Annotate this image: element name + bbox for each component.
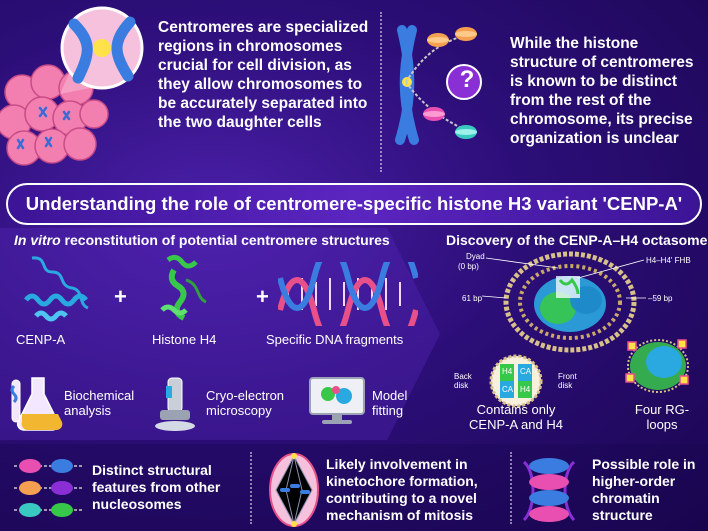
disk-tag-h4-top: H4 [502,367,513,376]
disk-tag-ca-right: CA [520,367,532,376]
chromosome-question-icon [395,25,482,145]
question-mark: ? [459,66,475,93]
plus-sign-1: + [114,284,127,309]
nucleosome-array-icon [14,459,82,517]
histone-h4-label: Histone H4 [152,332,217,347]
cenp-a-label: CENP-A [16,332,66,347]
disk-tag-ca-left: CA [502,385,514,394]
octasome-leader-lines [481,257,646,299]
bottom-divider-1 [250,452,252,524]
main-title: Understanding the role of centromere-spe… [25,193,683,214]
model-fitting-label: Model fitting [372,388,408,418]
histone-structure-text: While the histone structure of centromer… [510,35,694,147]
reconstitution-heading-rest: reconstitution of potential centromere s… [60,232,390,248]
top-section: Centromeres are specialized regions in c… [0,0,708,180]
reconstitution-panel [0,228,440,440]
right-bp-label: –59 bp [648,294,673,303]
centromere-intro-text: Centromeres are specialized regions in c… [158,19,369,131]
flask-icon [10,377,63,431]
cell-cluster-icon [0,64,109,166]
discovery-heading: Discovery of the CENP-A–H4 octasome [446,232,708,248]
chromatin-role-text: Possible role in higher-order chromatin … [592,456,696,523]
cenp-a-protein-icon [24,256,89,322]
reconstitution-heading-italic: In vitro [14,232,61,248]
contains-only-text: Contains only CENP-A and H4 [469,402,563,432]
dna-fragments-label: Specific DNA fragments [266,332,404,347]
dna-helix-icon [278,262,418,326]
back-disk-label: Back disk [454,372,472,390]
bottom-section [0,444,708,531]
front-disk-label: Front disk [558,372,577,390]
rg-loops-text: Four RG-loops [634,402,690,432]
rg-loops-icon [625,339,689,393]
biochemical-label: Biochemical analysis [64,388,135,418]
bottom-divider-2 [510,452,512,524]
top-divider [380,12,382,172]
dyad-bp-label: (0 bp) [458,262,479,271]
left-bp-label: 61 bp [462,294,483,303]
distinct-features-text: Distinct structural features from other … [92,462,221,512]
histone-h4-protein-icon [160,254,207,321]
dyad-label: Dyad [466,252,485,261]
fhb-label: H4–H4' FHB [646,256,691,265]
microscope-icon [155,377,195,431]
main-title-banner: Understanding the role of centromere-spe… [6,183,702,225]
reconstitution-heading: In vitro reconstitution of potential cen… [14,232,390,248]
mitotic-cell-icon [269,453,319,527]
monitor-icon [309,377,365,424]
plus-sign-2: + [256,284,269,309]
cryo-em-label: Cryo-electron microscopy [206,388,285,418]
disk-tag-h4-bottom: H4 [520,385,531,394]
octasome-structure-icon [503,251,637,353]
chromatin-stack-icon [522,458,576,522]
magnified-chromosome-icon [60,6,144,94]
kinetochore-text: Likely involvement in kinetochore format… [326,456,478,523]
disk-diagram-icon [489,354,543,408]
